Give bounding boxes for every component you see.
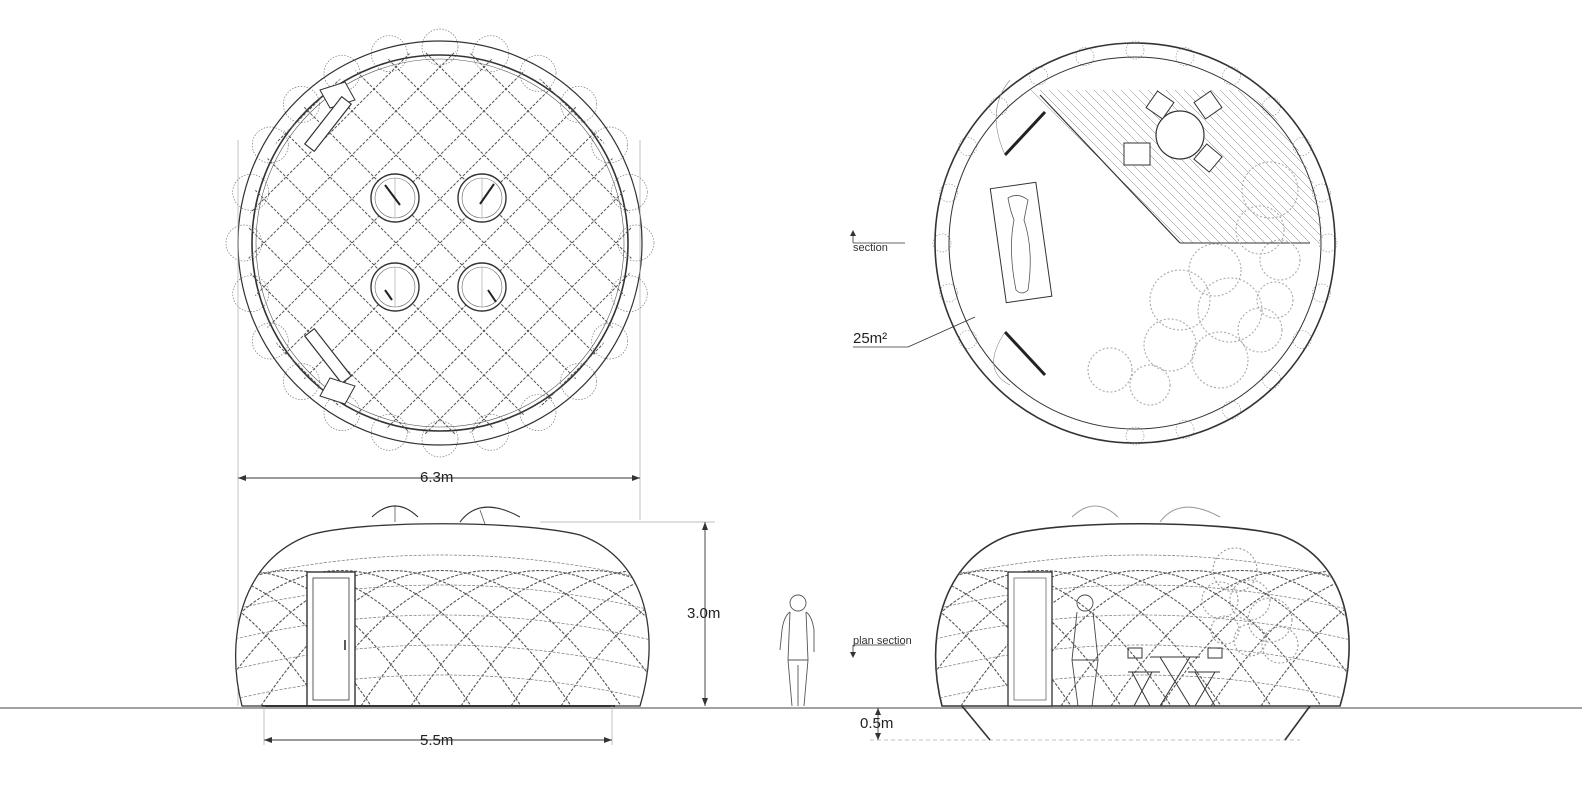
plan-vegetation [1087,161,1301,406]
section-door [1007,571,1053,707]
plan-scallop-ring [932,40,1338,446]
skylight [457,262,507,312]
section-roof-vents [1071,505,1221,523]
foundation-dimension-label: 0.5m [860,715,894,732]
roof-scallop-ring [225,28,655,458]
section-elevation-view [934,505,1350,741]
base-dimension-label: 5.5m [420,732,454,749]
plan-door-top [995,79,1047,157]
skylight [370,262,420,312]
front-elevation-view [235,505,650,707]
area-leader [853,316,976,348]
section-table-chairs [1127,647,1223,707]
plan-door-bottom [993,330,1047,386]
height-dimension [540,521,715,706]
roof-vent-left [371,505,419,522]
area-label: 25m² [853,330,888,347]
roof-inner-ring [251,54,629,432]
plan-section-marker-label: plan section [853,635,912,647]
skylight [370,173,420,223]
roof-vent-right [459,506,521,525]
plan-section-marker [850,644,905,658]
floor-plan-view [932,40,1338,446]
width-dimension [237,140,641,706]
plan-outer-wall [934,42,1336,444]
scale-figure [779,594,815,707]
elevation-door [306,571,356,707]
roof-plan-view [225,28,655,458]
height-dimension-label: 3.0m [687,605,721,622]
foundation-dimension [870,708,1300,741]
width-dimension-label: 6.3m [420,469,454,486]
table-with-chairs [1123,90,1223,173]
roof-outer-ring [237,40,643,446]
roof-door-opening-bottom [303,327,356,405]
skylight [457,173,507,223]
section-vegetation [1201,547,1299,664]
lounger-with-figure [989,181,1053,304]
deck-edge [1039,94,1181,244]
section-person [1071,594,1099,707]
section-marker [850,230,905,244]
section-marker-label: section [853,242,888,254]
plan-inner-wall [948,56,1322,430]
roof-door-opening-top [303,81,356,153]
base-dimension [263,706,613,745]
